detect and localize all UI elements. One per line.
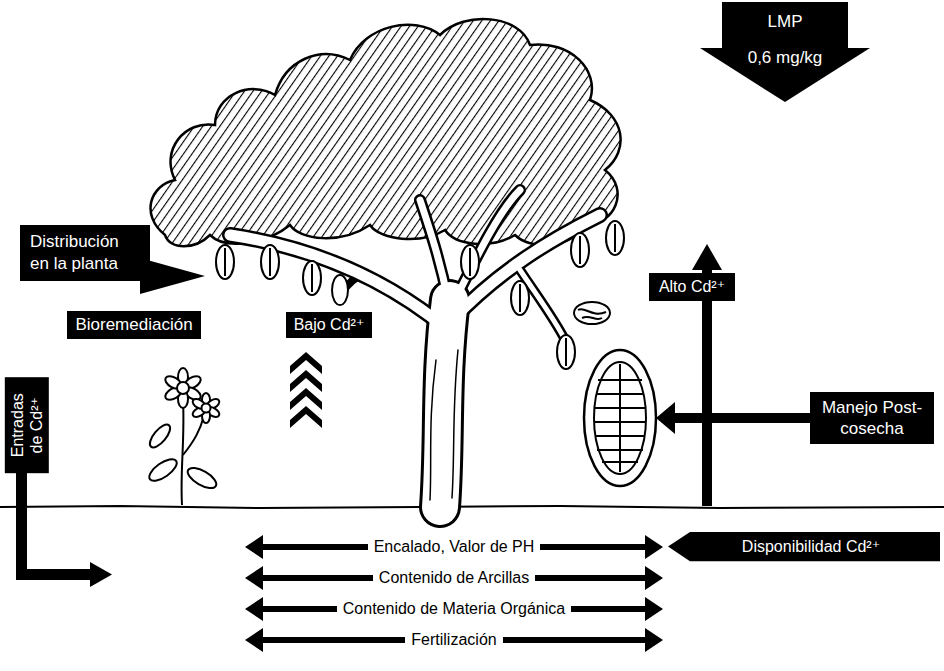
label-text: Fertilización	[405, 630, 502, 650]
up-arrow-part	[702, 266, 712, 506]
cacao-bean-part	[582, 317, 602, 319]
callout-box: Bajo Cd²⁺	[286, 312, 373, 338]
cacao-bean	[574, 302, 610, 324]
factor-arrow: Contenido de Materia Orgánica	[245, 597, 663, 621]
up-arrow-part	[692, 244, 722, 270]
left-arrow-part	[656, 402, 675, 434]
cacao-bean-part	[574, 302, 610, 324]
flower-plant-part	[146, 455, 180, 485]
label-text: Bajo Cd²⁺	[294, 315, 365, 335]
limit-arrow: LMP 0,6 mg/kg	[700, 2, 870, 102]
label-text: 0,6 mg/kg	[700, 48, 870, 68]
open-pod	[584, 350, 656, 486]
tree-canopy	[151, 19, 621, 246]
label-text: LMP	[700, 12, 870, 32]
cacao-pods-part	[606, 221, 624, 255]
label-text: Distribución en la planta	[30, 231, 140, 275]
cacao-pods-part	[579, 236, 581, 264]
tree-branches-part	[452, 350, 458, 498]
input-arrow-part	[16, 569, 92, 580]
cacao-pods-part	[311, 264, 313, 292]
callout-box: Distribución en la planta	[20, 225, 150, 281]
flower-plant-part	[183, 416, 204, 455]
arrow-shape-fill	[668, 532, 940, 561]
up-chevrons-part	[290, 406, 322, 428]
cacao-pods-part	[261, 245, 279, 279]
tree-branches-part	[430, 360, 436, 500]
double-arrow-shape-fill	[245, 628, 663, 652]
cacao-pods-part	[557, 335, 575, 369]
cacao-pods-part	[332, 275, 348, 305]
cacao-pods-part	[461, 245, 479, 279]
tree-branches-part	[440, 300, 450, 507]
flower-plant	[146, 368, 221, 505]
open-pod-part	[597, 449, 643, 451]
tree-branches-part	[440, 300, 450, 507]
double-arrow-shape-fill	[245, 535, 663, 559]
tree-branches-part	[452, 215, 600, 320]
label-text: Disponibilidad Cd²⁺	[696, 537, 926, 556]
open-pod-part	[596, 393, 644, 395]
left-arrow-part	[672, 413, 814, 423]
open-pod-part	[602, 461, 638, 463]
callout-box: Entradas de Cd²⁺	[5, 377, 49, 473]
label-text: Manejo Post-cosecha	[818, 397, 926, 440]
cacao-pods	[216, 221, 624, 369]
cacao-pods-part	[614, 224, 616, 252]
factor-arrow: Fertilización	[245, 628, 663, 652]
tree-branches-part	[452, 215, 600, 320]
flower-plant-part	[185, 464, 220, 492]
flower-plant-part	[182, 400, 184, 505]
cacao-pods-part	[571, 233, 589, 267]
cacao-pods-part	[269, 248, 271, 276]
cacao-pods-part	[303, 261, 321, 295]
arrow-shape-fill	[700, 2, 870, 102]
label-text: Encalado, Valor de PH	[368, 537, 541, 557]
flower-plant-part-part	[177, 382, 189, 394]
flower-plant-part-part	[202, 404, 211, 413]
cacao-bean-part	[578, 309, 606, 314]
callout-box: Bioremediación	[67, 311, 200, 338]
open-pod-part	[584, 350, 656, 486]
input-arrow-part	[90, 562, 112, 587]
tree-branches	[230, 190, 600, 507]
open-pod-part	[598, 379, 642, 381]
left-arrow	[656, 402, 814, 434]
callout-box: Manejo Post-cosecha	[810, 392, 934, 445]
open-pod-part	[595, 421, 645, 423]
up-chevrons	[290, 352, 322, 428]
callout-box: Alto Cd²⁺	[649, 273, 735, 301]
factor-arrow: Encalado, Valor de PH	[245, 535, 663, 559]
cacao-pods-part	[565, 338, 567, 366]
arrow-box: Disponibilidad Cd²⁺	[668, 532, 940, 561]
open-pod-part	[595, 435, 645, 437]
tree-branches-part	[455, 190, 520, 300]
cacao-pods-part	[511, 281, 529, 315]
label-text: Bioremediación	[75, 314, 192, 335]
double-arrow-shape-fill	[245, 566, 663, 590]
cacao-pods-part	[519, 284, 521, 312]
flower-plant-part	[191, 393, 221, 423]
label-text: Contenido de Materia Orgánica	[337, 599, 571, 619]
ground-line	[0, 506, 944, 508]
label-text: Alto Cd²⁺	[659, 277, 725, 297]
label-text: Entradas de Cd²⁺	[8, 385, 46, 465]
flower-plant-part	[146, 421, 173, 450]
factor-arrow: Contenido de Arcillas	[245, 566, 663, 590]
open-pod-part	[595, 407, 645, 409]
double-arrow-shape-fill	[245, 597, 663, 621]
label-text: Contenido de Arcillas	[373, 568, 535, 588]
cacao-pods-part	[216, 245, 234, 279]
cacao-pods-part	[469, 248, 471, 276]
cacao-pods-part	[224, 248, 226, 276]
open-pod-part	[594, 362, 646, 474]
